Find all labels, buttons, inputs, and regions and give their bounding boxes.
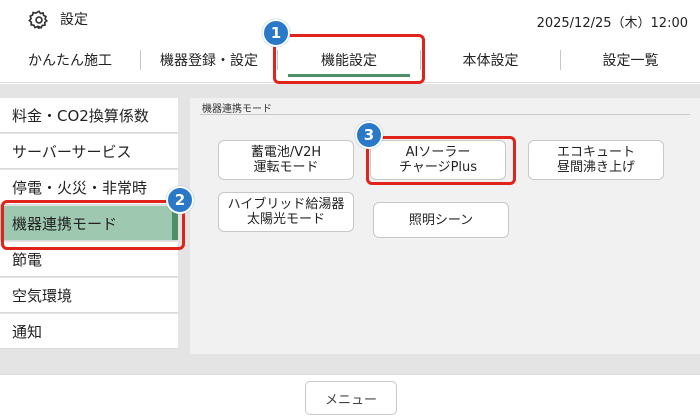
battery-v2h-mode-button[interactable]: 蓄電池/V2H 運転モード — [218, 140, 354, 180]
sidebar-item-label: 停電・火災・非常時 — [12, 178, 148, 197]
hybrid-water-heater-solar-button[interactable]: ハイブリッド給湯器 太陽光モード — [218, 192, 354, 232]
page-title: 設定 — [60, 12, 88, 28]
tab-divider — [277, 50, 278, 70]
tab-label: 機能設定 — [321, 53, 377, 69]
sidebar-item-label: 機器連携モード — [12, 214, 118, 233]
sidebar-item-power-saving[interactable]: 節電 — [0, 242, 178, 277]
sidebar: 料金・CO2換算係数 サーバーサービス 停電・火災・非常時 機器連携モード 節電… — [0, 98, 178, 354]
lighting-scene-button[interactable]: 照明シーン — [373, 202, 509, 238]
sidebar-item-label: サーバーサービス — [12, 142, 132, 161]
callout-badge-3: 3 — [355, 121, 383, 149]
sidebar-item-emergency[interactable]: 停電・火災・非常時 — [0, 170, 178, 205]
tab-bar: かんたん施工 機器登録・設定 機能設定 本体設定 設定一覧 — [0, 40, 700, 82]
gear-icon — [28, 10, 49, 30]
tab-divider — [420, 50, 421, 70]
callout-badge-2: 2 — [166, 186, 194, 214]
sidebar-item-air-environment[interactable]: 空気環境 — [0, 278, 178, 313]
sidebar-item-label: 通知 — [12, 322, 43, 341]
sidebar-item-server-service[interactable]: サーバーサービス — [0, 134, 178, 169]
sidebar-item-label: 料金・CO2換算係数 — [12, 106, 149, 125]
tab-easy-setup[interactable]: かんたん施工 — [0, 40, 140, 80]
ai-solar-charge-plus-button[interactable]: AIソーラー チャージPlus — [370, 140, 506, 180]
tab-settings-list[interactable]: 設定一覧 — [561, 40, 700, 80]
tab-divider — [140, 50, 141, 70]
tab-label: 本体設定 — [462, 53, 519, 69]
tab-unit-settings[interactable]: 本体設定 — [421, 40, 560, 80]
menu-button[interactable]: メニュー — [305, 381, 397, 415]
tab-label: 機器登録・設定 — [160, 53, 258, 69]
ecocute-daytime-heating-button[interactable]: エコキュート 昼間沸き上げ — [528, 140, 664, 180]
sidebar-item-device-link-mode[interactable]: 機器連携モード — [0, 206, 178, 241]
selected-indicator — [172, 206, 178, 240]
tab-label: かんたん施工 — [28, 53, 112, 69]
callout-badge-1: 1 — [262, 19, 290, 47]
tab-function-settings[interactable]: 機能設定 — [278, 40, 420, 80]
sidebar-item-label: 節電 — [12, 250, 43, 269]
tab-device-registration[interactable]: 機器登録・設定 — [141, 40, 277, 80]
header: 設定 2025/12/25（木）12:00 — [0, 0, 700, 38]
section-divider — [200, 114, 690, 115]
bottom-bar: メニュー — [0, 374, 700, 420]
sidebar-item-label: 空気環境 — [12, 286, 73, 305]
datetime-display: 2025/12/25（木）12:00 — [536, 16, 688, 31]
content-panel: 機器連携モード 蓄電池/V2H 運転モード AIソーラー チャージPlus エコ… — [190, 98, 700, 354]
tab-label: 設定一覧 — [602, 53, 659, 69]
tab-bar-divider — [0, 82, 700, 83]
sidebar-item-rates-co2[interactable]: 料金・CO2換算係数 — [0, 98, 178, 133]
main-area: 料金・CO2換算係数 サーバーサービス 停電・火災・非常時 機器連携モード 節電… — [0, 84, 700, 374]
sidebar-item-notifications[interactable]: 通知 — [0, 314, 178, 349]
tab-divider — [560, 50, 561, 70]
section-label: 機器連携モード — [202, 104, 272, 115]
active-tab-indicator — [288, 74, 410, 77]
